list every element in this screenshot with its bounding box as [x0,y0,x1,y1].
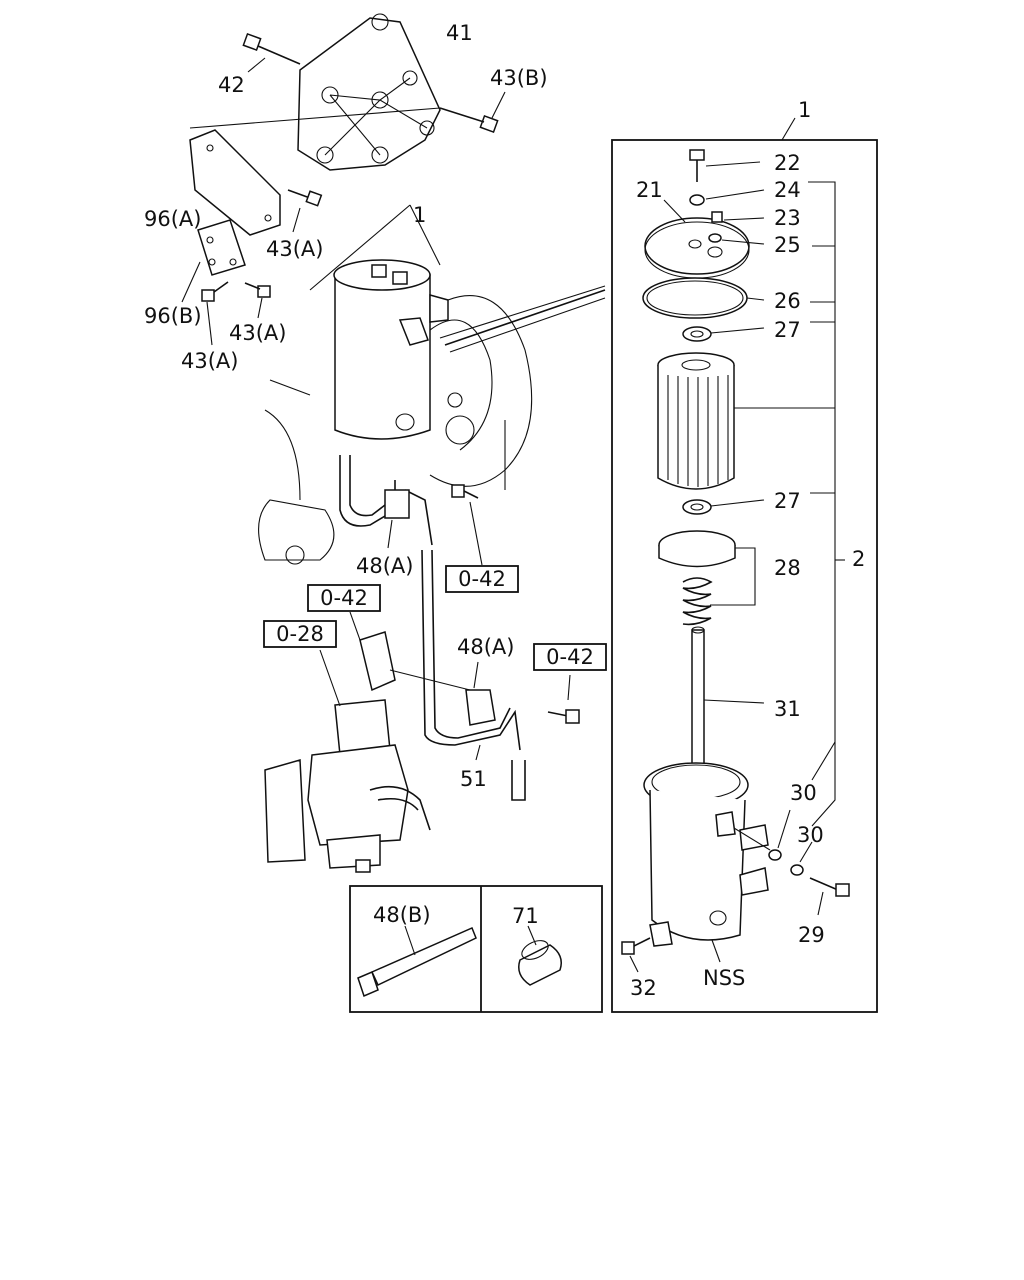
callout-27-upper: 27 [774,318,801,342]
clamp-48a-lower [465,689,496,726]
spring-seat-28 [658,530,736,568]
callout-21: 21 [636,178,663,202]
filter-case [643,762,769,947]
filter-element [657,352,735,490]
callout-24: 24 [774,178,801,202]
ref-box-o42-left-top[interactable]: 0-42 [307,584,381,612]
ref-box-o42-right[interactable]: 0-42 [533,643,607,671]
engine-bracket-41 [297,13,441,171]
callout-43a-middle: 43(A) [229,321,286,345]
engine-block-outline [258,295,533,565]
callout-28: 28 [774,556,801,580]
bolt-43a-upper [287,189,323,207]
fuel-hose-lines [339,455,526,801]
washer-27-upper [682,326,712,342]
callout-26: 26 [774,289,801,313]
ref-label: 0-42 [458,567,506,591]
ref-box-o42-middle[interactable]: 0-42 [445,565,519,593]
priming-pump-assembly [264,631,431,873]
ref-label: 0-28 [276,622,324,646]
callout-30-upper: 30 [790,781,817,805]
callout-29: 29 [798,923,825,947]
plate-96b [197,219,246,276]
callout-48a-lower: 48(A) [457,635,514,659]
callout-1-top: 1 [798,98,811,122]
center-pipe-31 [691,626,705,781]
callout-43a-upper: 43(A) [266,237,323,261]
washer-25 [708,233,722,243]
callout-27-lower: 27 [774,489,801,513]
callout-43a-lower: 43(A) [181,349,238,373]
bolt-o42-upper [451,484,479,499]
exploded-view-frame [611,139,878,1013]
spring [682,577,713,626]
bolt-43a-lower-right [244,282,271,298]
bolt-42 [242,33,301,65]
kit-inset-box [349,885,603,1013]
ref-label: 0-42 [546,645,594,669]
o-ring-26 [642,277,748,319]
callout-23: 23 [774,206,801,230]
bolt-o42-lower [547,709,580,724]
callout-48b: 48(B) [373,903,431,927]
clamp-48a-upper [384,489,410,519]
fuel-filter-assembly-installed [333,259,449,440]
callout-42: 42 [218,73,245,97]
assembly-2-bracket [808,181,845,827]
plug-23 [711,211,723,223]
callout-32: 32 [630,976,657,1000]
callout-25: 25 [774,233,801,257]
callout-51: 51 [460,767,487,791]
callout-96a: 96(A) [144,207,201,231]
callout-31: 31 [774,697,801,721]
callout-30-lower: 30 [797,823,824,847]
callout-22: 22 [774,151,801,175]
washer-30-b [790,864,804,876]
callout-41: 41 [446,21,473,45]
washer-30-a [768,849,782,861]
bolt-22 [689,149,705,182]
callout-71: 71 [512,904,539,928]
ref-label: 0-42 [320,586,368,610]
callout-1-left: 1 [413,203,426,227]
bolt-32 [621,937,651,955]
filter-cap-21 [644,217,750,279]
callout-nss: NSS [703,966,745,990]
callout-2: 2 [852,547,865,571]
callout-43b: 43(B) [490,66,548,90]
ref-box-o28[interactable]: 0-28 [263,620,337,648]
bracket-96a [189,129,281,236]
callout-96b: 96(B) [144,304,202,328]
callout-48a-upper: 48(A) [356,554,413,578]
bolt-43a-lower-left [201,281,229,302]
washer-24 [689,194,705,206]
washer-27-lower [682,499,712,515]
bolt-43b [439,107,499,133]
bolt-29 [809,877,850,897]
